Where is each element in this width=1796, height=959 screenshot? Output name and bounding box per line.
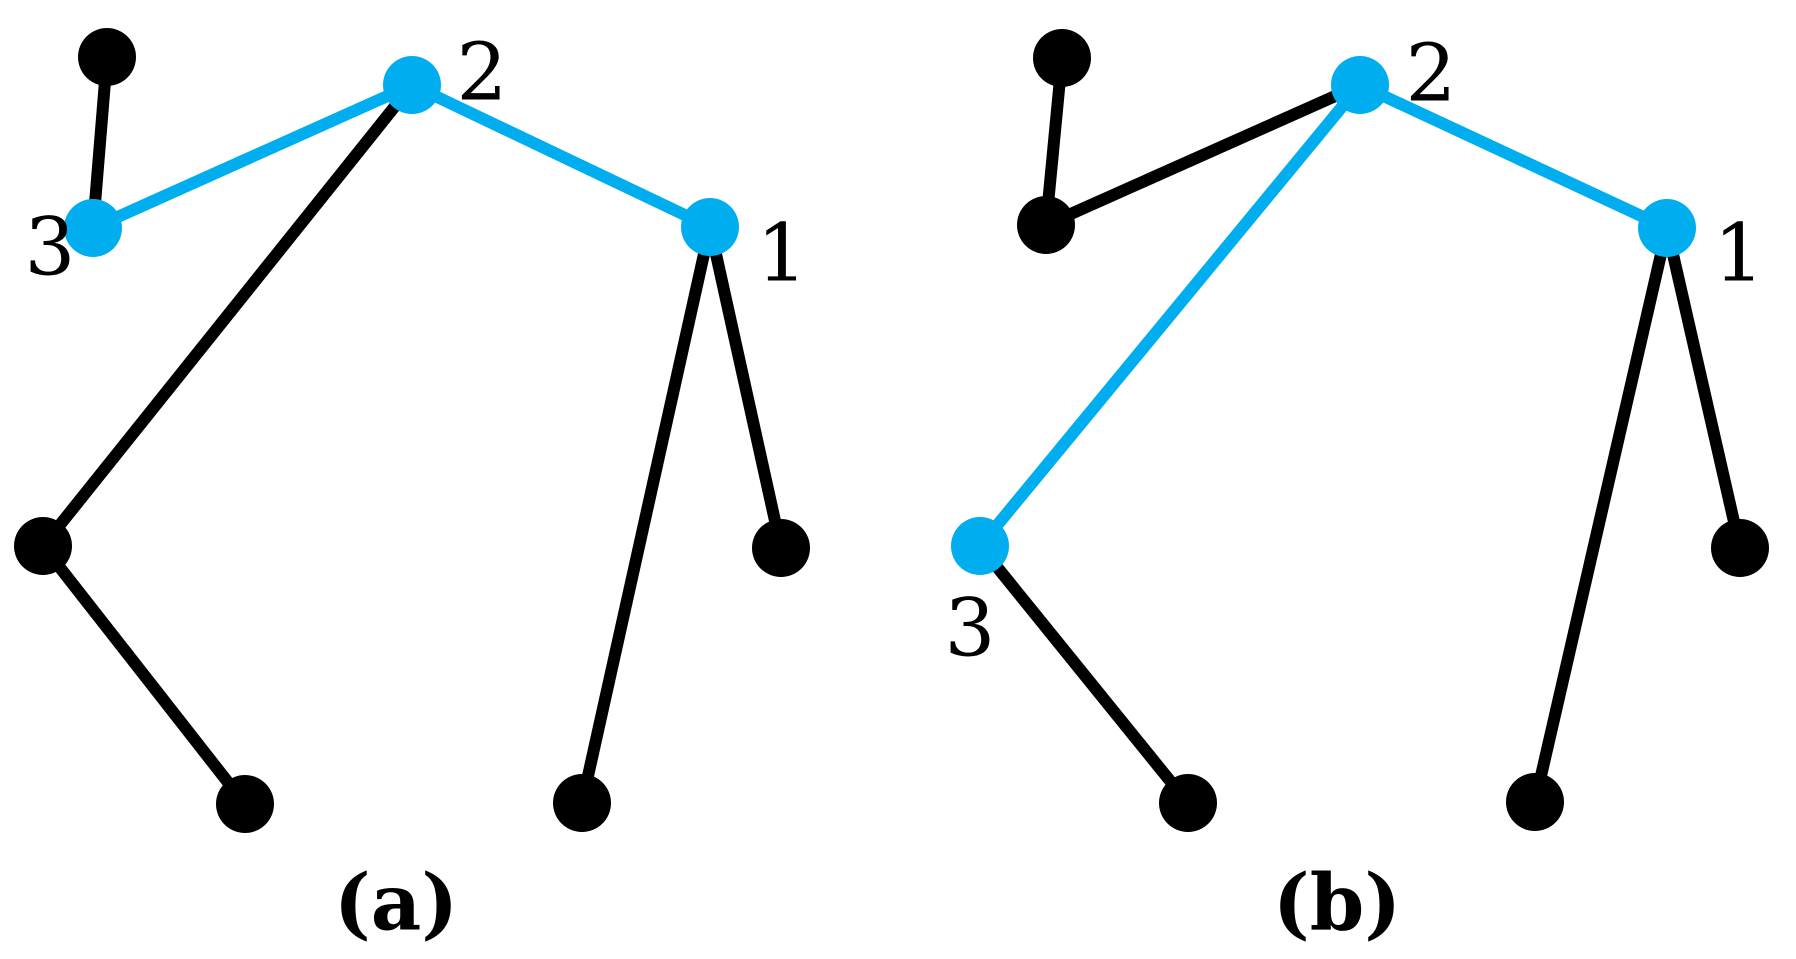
edge-a-node2--a-node1 [409, 79, 713, 233]
node-label-b-node3: 3 [945, 582, 996, 675]
graph-node-b-botcenter-black [1506, 773, 1564, 831]
graph-node-b-second-black [1017, 196, 1075, 254]
graph-node-a-right-black [752, 519, 810, 577]
graph-node-b-node3 [951, 517, 1009, 575]
edge-b-node2--b-node3 [975, 81, 1365, 550]
graph-node-a-node3 [64, 199, 122, 257]
edge-b-second-black--b-node2 [1043, 79, 1363, 231]
node-label-a-node1: 1 [757, 207, 808, 300]
node-label-a-node2: 2 [457, 26, 508, 119]
graph-node-b-node1 [1638, 199, 1696, 257]
graph-node-b-node2 [1331, 56, 1389, 114]
graph-node-b-right-black [1711, 519, 1769, 577]
panel-caption-a: (a) [334, 858, 458, 949]
edge-a-node2--a-midleft-black [38, 81, 417, 550]
panel-b: 2 1 3 (b) [945, 27, 1769, 949]
edge-b-node2--b-node1 [1357, 79, 1670, 234]
edge-a-node1--a-botcenter-black [576, 225, 716, 805]
edge-b-node3--b-botleft-black [975, 542, 1193, 807]
panel-caption-b: (b) [1273, 858, 1401, 949]
graph-node-a-node1 [681, 198, 739, 256]
edge-b-node1--b-botcenter-black [1529, 226, 1673, 804]
graph-node-a-midleft-black [14, 517, 72, 575]
node-label-b-node1: 1 [1714, 207, 1765, 300]
graph-node-b-botleft-black [1159, 774, 1217, 832]
graph-node-a-botleft-black [216, 775, 274, 833]
node-label-a-node3: 3 [25, 201, 76, 294]
graph-node-a-node2 [383, 56, 441, 114]
edge-a-midleft-black--a-botleft-black [38, 542, 250, 808]
panel-a: 3 2 1 (a) [14, 26, 810, 949]
graph-node-a-top-black [78, 28, 136, 86]
edge-a-node1--a-right-black [704, 225, 787, 550]
graph-node-a-botcenter-black [553, 774, 611, 832]
node-label-b-node2: 2 [1406, 27, 1457, 120]
edge-a-node3--a-node2 [90, 79, 415, 234]
edge-b-node1--b-right-black [1661, 226, 1746, 550]
graph-node-b-top-black [1033, 29, 1091, 87]
